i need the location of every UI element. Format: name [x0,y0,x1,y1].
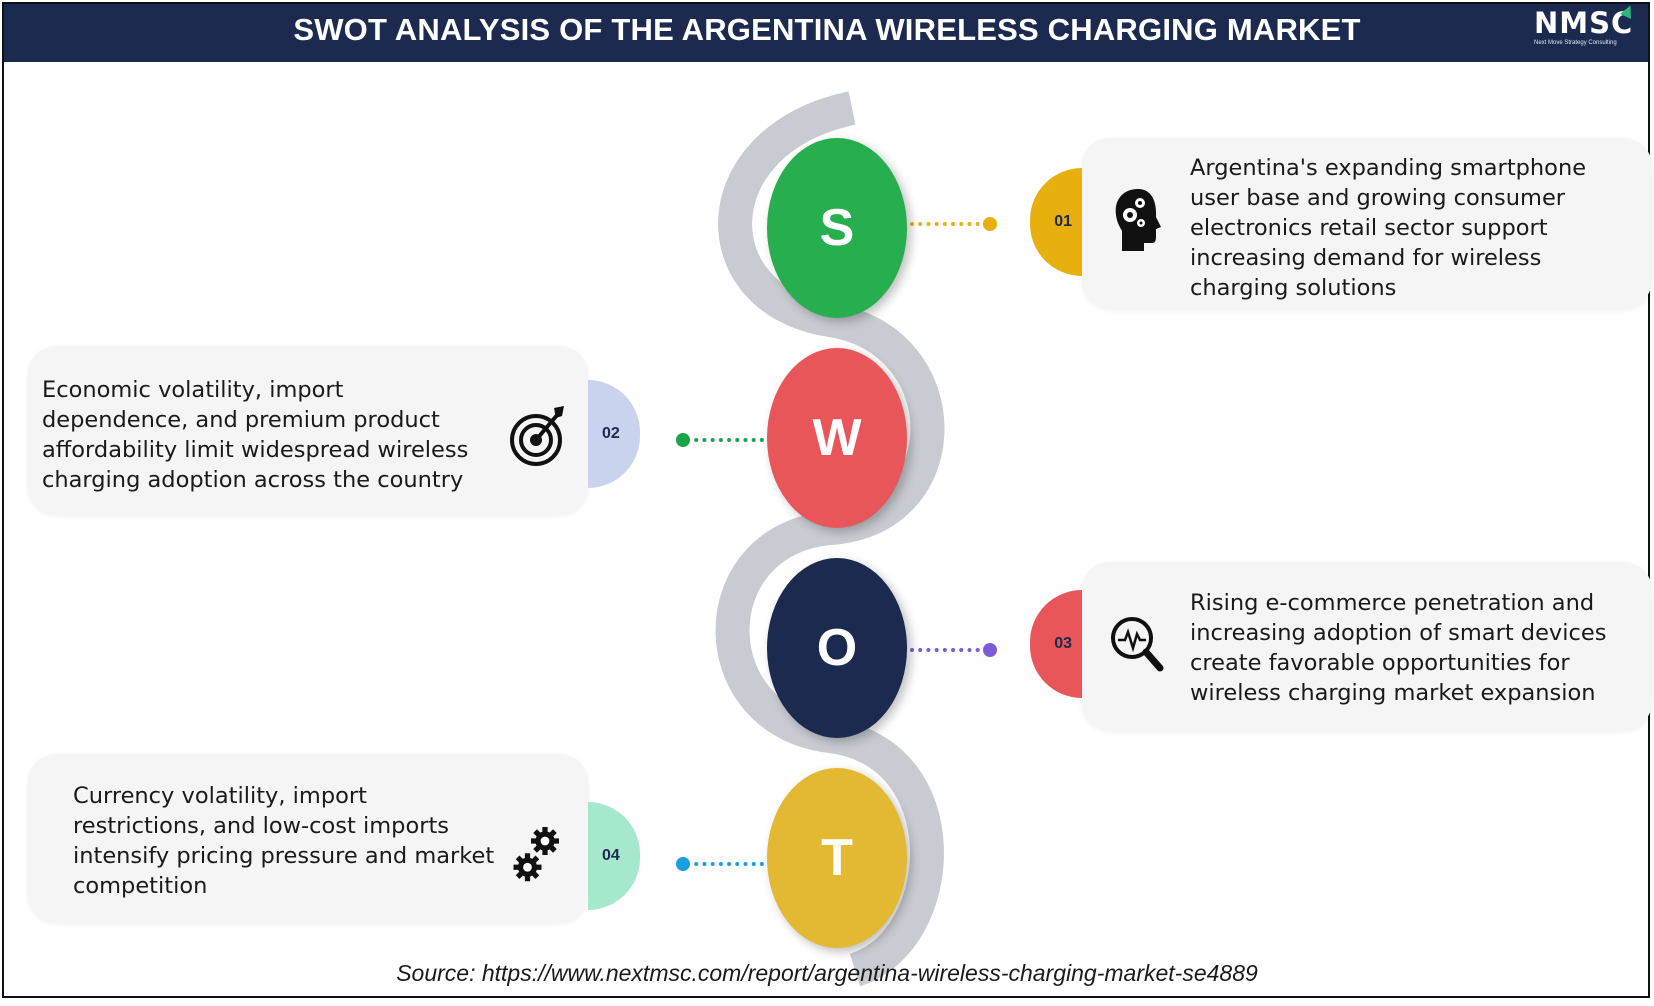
swot-circle-s: S [767,138,907,318]
swot-card-weakness [28,346,588,514]
magnifier-pulse-icon [1111,617,1164,672]
connector-dot-o [983,643,997,657]
swot-card-opportunity [1082,562,1652,730]
connector-dot-t [676,857,690,871]
connector-t [686,862,764,866]
swot-text-strength: Argentina's expanding smartphone user ba… [1190,155,1587,301]
swot-circle-t: T [767,768,907,948]
swot-circle-w: W [767,348,907,528]
connector-o [910,648,988,652]
swot-card-strength [1082,138,1652,308]
logo-tagline: Next Move Strategy Consulting [1534,40,1617,46]
nmsc-logo: NMSC Next Move Strategy Consulting [1534,3,1636,53]
header-bar [4,4,1648,62]
logo-text: NMSC [1534,6,1634,40]
head-gears-icon [1115,189,1161,251]
target-icon [510,406,564,466]
swot-text-threat: Currency volatility, import restrictions… [73,783,495,899]
connector-dot-w [676,433,690,447]
page-title: SWOT ANALYSIS OF THE ARGENTINA WIRELESS … [293,12,1361,47]
swot-text-opportunity: Rising e-commerce penetration and increa… [1190,590,1607,706]
swot-circle-o: O [767,558,907,738]
connector-s [910,222,988,226]
swot-text-weakness: Economic volatility, import dependence, … [42,377,469,493]
source-citation: Source: https://www.nextmsc.com/report/a… [396,960,1258,986]
connector-dot-s [983,217,997,231]
swot-card-threat [28,754,588,922]
gears-icon [513,827,559,882]
connector-w [686,438,764,442]
